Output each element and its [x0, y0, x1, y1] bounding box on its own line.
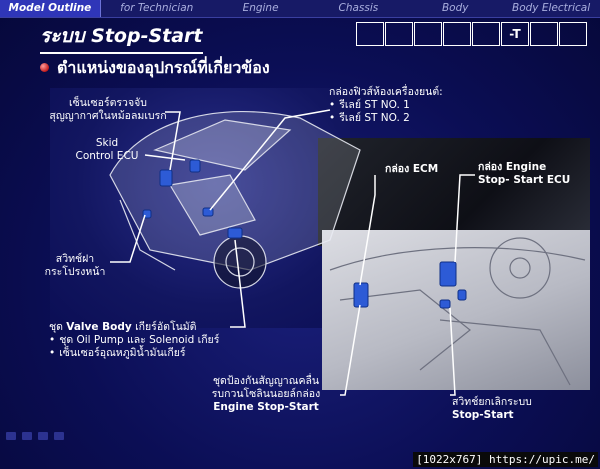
indicator-box	[385, 22, 413, 46]
label-text: กล่องฟิวส์ห้องเครื่องยนต์:	[329, 86, 443, 98]
valve-body-marker	[227, 227, 243, 239]
indicator-box	[472, 22, 500, 46]
indicator-box	[443, 22, 471, 46]
forward-arrow-icon[interactable]	[54, 432, 64, 440]
nav-body[interactable]: Body	[441, 2, 469, 14]
label-item: ชุด Oil Pump และ Solenoid เกียร์	[49, 334, 219, 347]
label-text: สุญญากาศในหม้อลมเบรก	[49, 110, 167, 122]
skid-ecu-marker	[189, 159, 201, 173]
label-text: กล่อง Engine	[478, 161, 547, 173]
stop-start-ecu-marker	[439, 261, 457, 287]
ecm-marker	[353, 282, 369, 308]
label-text: เซ็นเซอร์ตรวจจับ	[69, 97, 147, 109]
leader-lines	[110, 109, 475, 396]
nav-model-outline[interactable]: Model Outline	[0, 0, 101, 17]
component-markers	[142, 159, 467, 309]
label-item: รีเลย์ ST NO. 2	[329, 112, 443, 125]
nav-body-electrical[interactable]: Body Electrical	[512, 2, 591, 14]
indicator-boxes: -T	[356, 22, 588, 46]
top-nav: Model Outline for Technician Engine Chas…	[0, 0, 600, 18]
indicator-box	[414, 22, 442, 46]
label-cancel-switch: สวิทช์ยกเลิกระบบ Stop-Start	[452, 396, 532, 422]
label-brake-sensor: เซ็นเซอร์ตรวจจับ สุญญากาศในหม้อลมเบรก	[48, 97, 168, 123]
label-text: Stop-Start	[452, 409, 514, 421]
noise-filter-marker	[457, 289, 467, 301]
vehicle-photo	[318, 138, 590, 246]
label-fuse-box: กล่องฟิวส์ห้องเครื่องยนต์: รีเลย์ ST NO.…	[329, 86, 443, 125]
indicator-box	[530, 22, 558, 46]
label-item: รีเลย์ ST NO. 1	[329, 99, 443, 112]
label-text: กระโปรงหน้า	[44, 266, 106, 278]
page-title: ระบบ Stop-Start	[40, 21, 203, 54]
slide-controls	[6, 432, 64, 440]
pen-icon[interactable]	[22, 432, 32, 440]
label-stop-start-ecu: กล่อง Engine Stop- Start ECU	[478, 161, 570, 187]
image-size-badge: [1022x767] https://upic.me/	[413, 452, 598, 467]
label-text: สวิทช์ฝา	[55, 253, 95, 265]
label-text: เกียร์อัตโนมัติ	[135, 321, 197, 333]
indicator-box	[356, 22, 384, 46]
dashboard-icon	[329, 237, 586, 386]
label-hood-switch: สวิทช์ฝา กระโปรงหน้า	[40, 253, 110, 279]
label-item: เซ็นเซอร์อุณหภูมิน้ำมันเกียร์	[49, 347, 219, 360]
indicator-box	[559, 22, 587, 46]
label-text: Engine Stop-Start	[213, 401, 319, 413]
label-valve-body: ชุด Valve Body เกียร์อัตโนมัติ ชุด Oil P…	[49, 321, 219, 360]
label-text: ชุดป้องกันสัญญาณคลื่น	[212, 375, 320, 387]
label-skid-ecu: Skid Control ECU	[70, 137, 144, 163]
cancel-switch-marker	[439, 299, 451, 309]
menu-icon[interactable]	[38, 432, 48, 440]
label-text: รบกวนโซลินนอยล์กล่อง	[211, 388, 321, 400]
back-arrow-icon[interactable]	[6, 432, 16, 440]
label-text: Stop- Start ECU	[478, 174, 571, 186]
bullet-icon	[40, 63, 49, 72]
indicator-box: -T	[501, 22, 529, 46]
label-text: สวิทช์ยกเลิกระบบ	[452, 396, 532, 408]
label-text: Control ECU	[75, 150, 139, 162]
label-text: Valve Body	[66, 321, 132, 333]
label-ecm: กล่อง ECM	[385, 163, 439, 175]
label-text: ชุด	[49, 321, 63, 333]
label-noise-filter: ชุดป้องกันสัญญาณคลื่น รบกวนโซลินนอยล์กล่…	[197, 375, 335, 414]
car-icon	[109, 110, 361, 289]
nav-chassis[interactable]: Chassis	[338, 2, 379, 14]
section-heading: ตำแหน่งของอุปกรณ์ที่เกี่ยวข้อง	[57, 58, 270, 77]
brake-sensor-marker	[159, 169, 173, 187]
label-text: Skid	[95, 137, 119, 149]
nav-engine[interactable]: Engine	[242, 2, 279, 14]
engine-bay-illustration	[50, 88, 350, 328]
nav-for-technician[interactable]: for Technician	[120, 2, 194, 14]
